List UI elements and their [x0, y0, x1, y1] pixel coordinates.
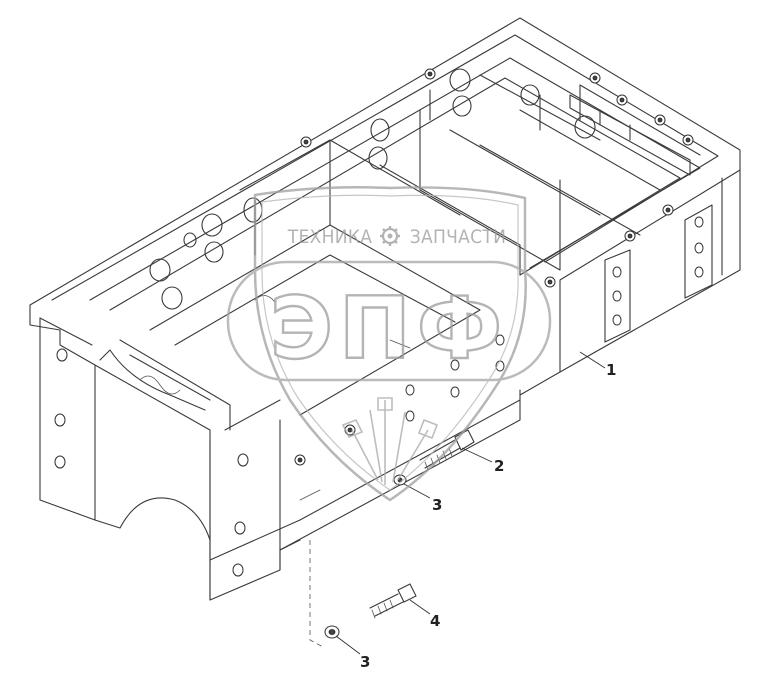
watermark-text-left: ТЕХНИКА: [287, 226, 373, 248]
gear-icon: [380, 226, 400, 246]
callout-3-lower: 3: [360, 653, 370, 671]
washer-part-3: [324, 625, 340, 639]
leader-lines: [335, 351, 606, 655]
callout-3-upper: 3: [432, 496, 442, 514]
callout-2: 2: [494, 457, 504, 475]
watermark-logo: ЭПФ ТЕХНИКА ЗАПЧАСТИ: [226, 186, 552, 502]
callout-1: 1: [606, 361, 616, 379]
watermark-big-letters: ЭПФ: [270, 279, 508, 379]
tools-emblem-icon: [341, 397, 439, 485]
callout-4: 4: [430, 612, 440, 630]
oil-pan-housing: [29, 17, 741, 601]
assembly-axis-line: [309, 540, 326, 649]
watermark-text-right: ЗАПЧАСТИ: [410, 226, 506, 248]
bolt-part-4: [369, 583, 417, 619]
